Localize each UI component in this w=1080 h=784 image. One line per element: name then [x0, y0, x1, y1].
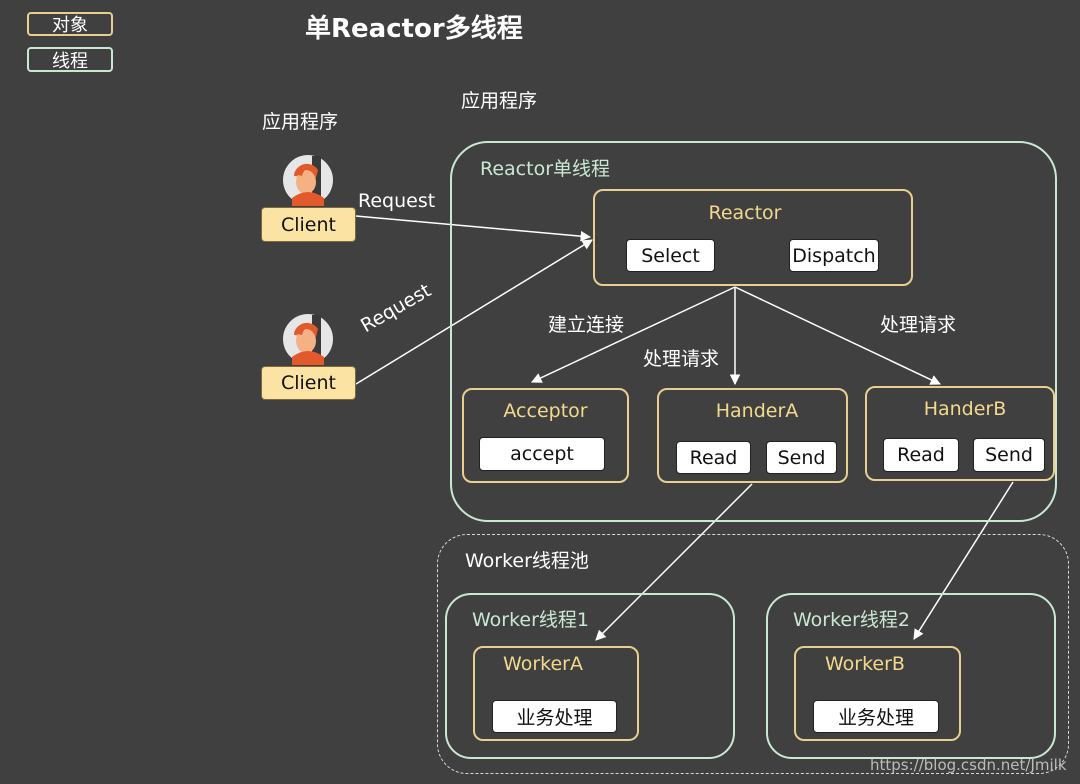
user-avatar-icon [282, 313, 334, 365]
request-label-1: Request [358, 190, 436, 212]
handera-read-label: Read [689, 446, 738, 469]
workerb-task-label: 业务处理 [837, 707, 914, 729]
workerb-task[interactable]: 业务处理 [813, 700, 939, 733]
workera-task[interactable]: 业务处理 [492, 700, 617, 733]
worker-thread-1-title: Worker线程1 [472, 609, 590, 631]
dispatch-method[interactable]: Dispatch [789, 239, 879, 272]
user-avatar-icon [282, 154, 334, 206]
worker-pool-title: Worker线程池 [465, 550, 589, 572]
handerb-read-method[interactable]: Read [883, 438, 959, 472]
reactor-title: Reactor [708, 202, 782, 224]
client-label-2: Client [280, 372, 336, 394]
workera-title: WorkerA [503, 653, 583, 675]
legend-object: 对象 [27, 12, 113, 36]
dispatch-label: Dispatch [792, 244, 876, 267]
request-label-2: Request [357, 279, 435, 338]
select-label: Select [641, 244, 700, 267]
app-label-center: 应用程序 [461, 90, 538, 112]
client-button-1[interactable]: Client [261, 207, 356, 242]
edge-label-handle-b: 处理请求 [880, 314, 957, 336]
app-label-left: 应用程序 [262, 111, 339, 133]
worker-pool-panel [437, 534, 1069, 774]
reactor-thread-title: Reactor单线程 [480, 158, 611, 180]
edge-label-connect: 建立连接 [548, 314, 625, 336]
client-label-1: Client [280, 213, 336, 236]
accept-method[interactable]: accept [479, 437, 605, 471]
accept-label: accept [510, 443, 574, 465]
select-method[interactable]: Select [626, 239, 715, 272]
worker-thread-2-panel [766, 593, 1056, 759]
handera-send-label: Send [777, 446, 826, 469]
edge-label-handle-a: 处理请求 [643, 348, 720, 370]
handera-read-method[interactable]: Read [676, 441, 751, 474]
client-button-2[interactable]: Client [261, 366, 356, 400]
acceptor-title: Acceptor [503, 400, 588, 422]
diagram-title: 单Reactor多线程 [305, 14, 523, 44]
handera-send-method[interactable]: Send [766, 441, 837, 474]
workera-task-label: 业务处理 [516, 707, 593, 729]
legend-object-label: 对象 [52, 15, 88, 36]
handera-title: HanderA [715, 400, 799, 422]
legend-thread: 线程 [27, 47, 113, 72]
worker-thread-2-title: Worker线程2 [793, 609, 911, 631]
handerb-title: HanderB [923, 398, 1007, 420]
handerb-send-method[interactable]: Send [973, 438, 1045, 472]
workerb-title: WorkerB [825, 653, 905, 675]
reactor-thread-panel [450, 141, 1057, 522]
worker-thread-1-panel [445, 593, 735, 759]
legend-thread-label: 线程 [52, 50, 88, 72]
handerb-read-label: Read [897, 444, 945, 466]
watermark-text: https://blog.csdn.net/Jmilk [870, 756, 1067, 774]
handerb-send-label: Send [985, 444, 1033, 466]
